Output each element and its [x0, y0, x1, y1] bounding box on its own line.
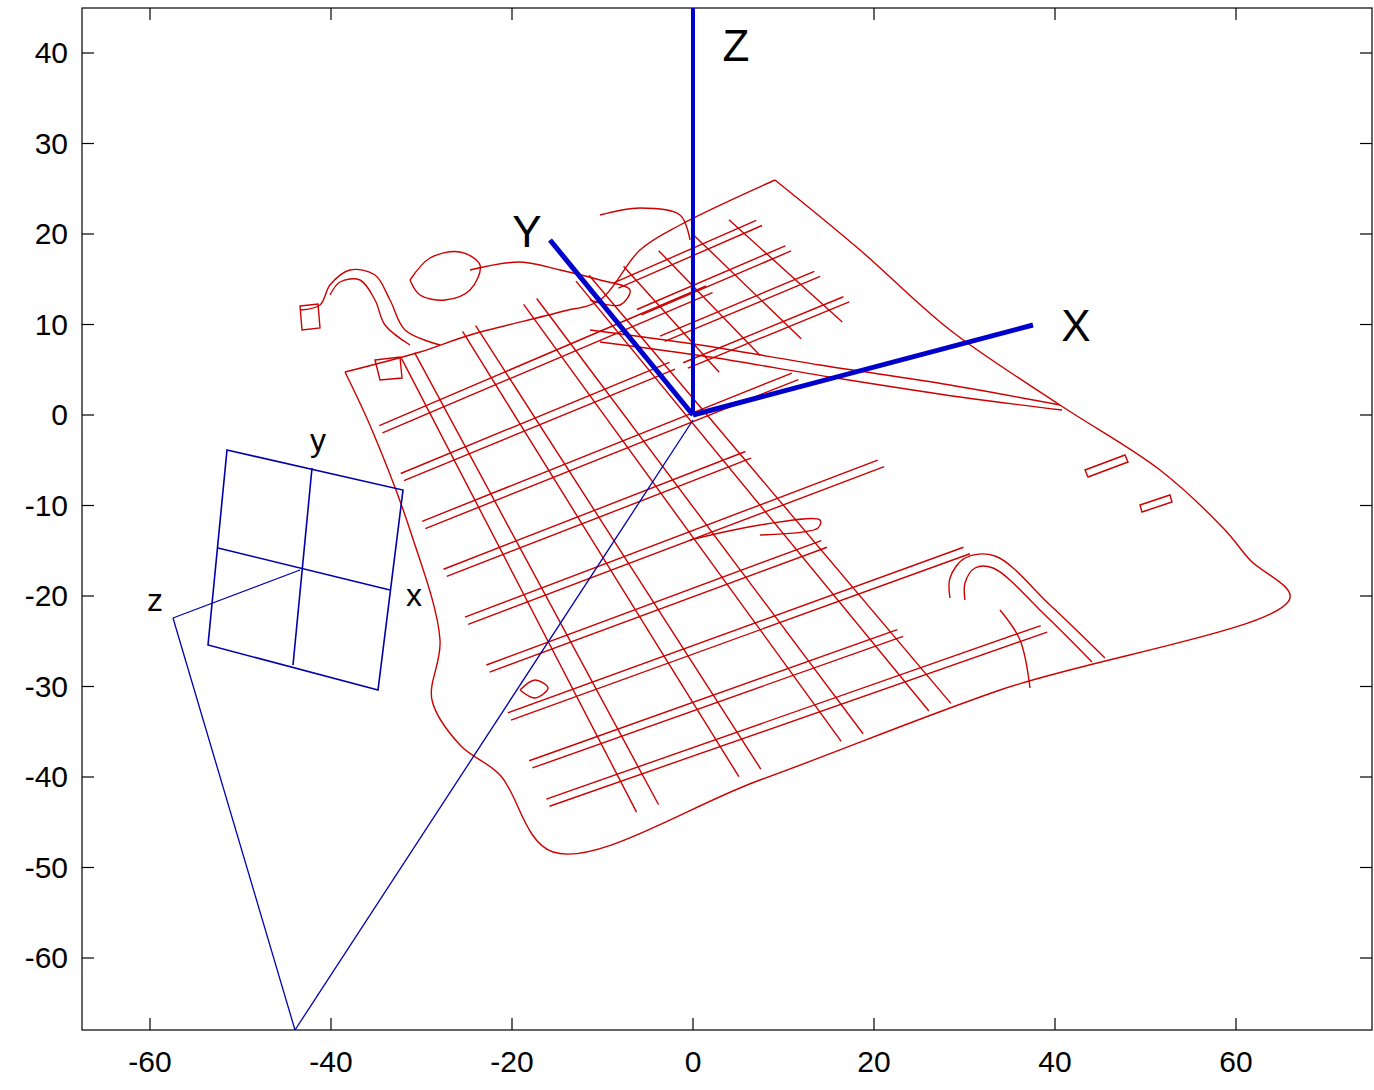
world-y-axis [550, 240, 693, 415]
tick-label: -40 [309, 1047, 352, 1077]
view-ray [295, 420, 693, 1030]
tick-label: -40 [25, 762, 68, 792]
axis-label: X [1061, 304, 1090, 348]
tick-label: 0 [51, 400, 68, 430]
axes-box [82, 8, 1372, 1030]
tick-label: 10 [35, 310, 68, 340]
image-plane [208, 450, 403, 690]
view-ray [173, 618, 295, 1030]
tick-label: 40 [35, 38, 68, 68]
axis-label: y [310, 424, 326, 456]
road-map [300, 180, 1290, 854]
coordinate-frames [173, 8, 1033, 1030]
tick-label: 20 [35, 219, 68, 249]
world-x-axis [693, 325, 1033, 415]
tick-label: -10 [25, 491, 68, 521]
tick-marks [82, 8, 1372, 1030]
tick-label: -60 [128, 1047, 171, 1077]
tick-label: 40 [1038, 1047, 1071, 1077]
tick-label: 30 [35, 129, 68, 159]
tick-label: -60 [25, 943, 68, 973]
tick-label: -20 [25, 581, 68, 611]
tick-label: -30 [25, 672, 68, 702]
axis-label: z [147, 584, 163, 616]
tick-label: -20 [490, 1047, 533, 1077]
world-z-axis [691, 8, 695, 415]
tick-label: 20 [857, 1047, 890, 1077]
axis-label: Y [512, 210, 541, 254]
tick-label: -50 [25, 853, 68, 883]
axis-label: Z [723, 24, 750, 68]
tick-label: 60 [1219, 1047, 1252, 1077]
camera-x-axis [218, 548, 390, 590]
tick-label: 0 [685, 1047, 702, 1077]
camera-z-axis [173, 570, 300, 618]
axis-label: x [406, 579, 422, 611]
